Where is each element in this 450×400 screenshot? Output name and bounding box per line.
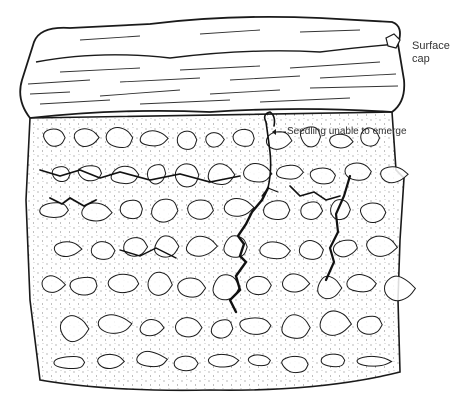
surface-cap-label-line1: Surface xyxy=(412,40,450,53)
soil-aggregate xyxy=(108,274,139,292)
soil-aggregate xyxy=(120,200,142,218)
soil-aggregate xyxy=(384,276,415,301)
soil-aggregate xyxy=(177,131,197,149)
soil-aggregate xyxy=(174,356,198,371)
soil-aggregate xyxy=(321,354,345,367)
soil-aggregate xyxy=(264,201,290,220)
soil-aggregate xyxy=(233,129,254,146)
soil-aggregate xyxy=(70,277,97,295)
surface-cap-label: Surface cap xyxy=(412,40,450,66)
seedling-label: Seedling unable to emerge xyxy=(287,126,407,138)
soil-aggregate xyxy=(54,357,85,369)
surface-cap-label-line2: cap xyxy=(412,53,450,66)
surface-cap xyxy=(20,17,404,118)
soil-aggregate xyxy=(40,203,69,218)
soil-aggregate xyxy=(277,165,304,179)
soil-aggregate xyxy=(246,276,271,294)
